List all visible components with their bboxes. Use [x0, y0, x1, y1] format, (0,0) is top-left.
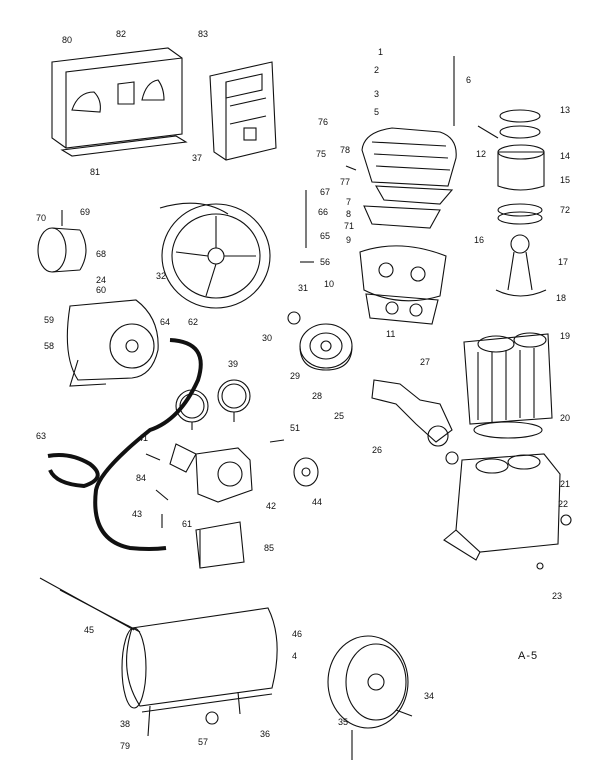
page-code: A-5: [518, 650, 539, 662]
piston-and-rings: [477, 109, 545, 225]
valve-plate-assembly: [359, 205, 447, 325]
callout-12: 12: [476, 149, 487, 159]
callout-5: 5: [374, 107, 380, 117]
electric-motor: [66, 299, 159, 387]
air-tank: [39, 577, 278, 737]
callout-82: 82: [116, 29, 127, 39]
wheel: [327, 635, 413, 760]
crankcase: [443, 453, 572, 570]
callout-38: 38: [120, 719, 131, 729]
callout-43: 43: [132, 509, 143, 519]
callout-60: 60: [96, 285, 107, 295]
fasteners-and-fittings: [61, 56, 455, 528]
belt-guard-front-cover: [209, 61, 277, 161]
callout-63: 63: [36, 431, 47, 441]
callout-6: 6: [466, 75, 472, 85]
callout-2: 2: [374, 65, 380, 75]
motor-pulley: [299, 323, 353, 371]
callout-15: 15: [560, 175, 571, 185]
callout-39: 39: [228, 359, 239, 369]
callout-44: 44: [312, 497, 323, 507]
callout-36: 36: [260, 729, 271, 739]
callout-72: 72: [560, 205, 571, 215]
callout-69: 69: [80, 207, 91, 217]
callout-17: 17: [558, 257, 569, 267]
callout-13: 13: [560, 105, 571, 115]
callout-51: 51: [290, 423, 301, 433]
callout-23: 23: [552, 591, 563, 601]
belt-guard-back-panel: [51, 47, 188, 157]
crankshaft: [371, 379, 459, 465]
callout-9: 9: [346, 235, 352, 245]
cylinder-head: [361, 127, 457, 205]
finned-cylinder: [463, 332, 553, 439]
callout-56: 56: [320, 257, 331, 267]
callout-65: 65: [320, 231, 331, 241]
callout-30: 30: [262, 333, 273, 343]
callout-20: 20: [560, 413, 571, 423]
callout-61: 61: [182, 519, 193, 529]
callout-45: 45: [84, 625, 95, 635]
callout-70: 70: [36, 213, 47, 223]
callout-57: 57: [198, 737, 209, 747]
callout-76: 76: [318, 117, 329, 127]
callout-16: 16: [474, 235, 485, 245]
callout-64: 64: [160, 317, 171, 327]
callout-24: 24: [96, 275, 107, 285]
pressure-switch: [169, 443, 253, 503]
callout-84: 84: [136, 473, 147, 483]
callout-28: 28: [312, 391, 323, 401]
callout-10: 10: [324, 279, 335, 289]
drive-belt: [37, 227, 87, 273]
callout-78: 78: [340, 145, 351, 155]
callout-62: 62: [188, 317, 199, 327]
check-valve: [293, 457, 319, 487]
callout-1: 1: [378, 47, 384, 57]
callout-31: 31: [298, 283, 309, 293]
callout-41: 41: [138, 433, 149, 443]
callout-29: 29: [290, 371, 301, 381]
callout-81: 81: [90, 167, 101, 177]
callout-37: 37: [192, 153, 203, 163]
flywheel: [159, 202, 271, 309]
callout-42: 42: [266, 501, 277, 511]
callout-68: 68: [96, 249, 107, 259]
pressure-gauges: [175, 379, 251, 430]
connecting-rod: [495, 234, 547, 297]
callout-58: 58: [44, 341, 55, 351]
callout-27: 27: [420, 357, 431, 367]
callout-3: 3: [374, 89, 380, 99]
callout-80: 80: [62, 35, 73, 45]
callout-46: 46: [292, 629, 303, 639]
callout-7: 7: [346, 197, 352, 207]
callout-4: 4: [292, 651, 298, 661]
callout-21: 21: [560, 479, 571, 489]
callout-19: 19: [560, 331, 571, 341]
callout-11: 11: [386, 329, 396, 339]
air-hose: [47, 338, 203, 551]
callout-26: 26: [372, 445, 383, 455]
callout-14: 14: [560, 151, 571, 161]
callout-32: 32: [156, 271, 167, 281]
callout-67: 67: [320, 187, 331, 197]
callout-71: 71: [344, 221, 355, 231]
callout-75: 75: [316, 149, 327, 159]
callout-85: 85: [264, 543, 275, 553]
callout-8: 8: [346, 209, 352, 219]
callout-25: 25: [334, 411, 345, 421]
callout-35: 35: [338, 717, 349, 727]
callout-77: 77: [340, 177, 351, 187]
junction-box: [195, 521, 245, 569]
callout-66: 66: [318, 207, 329, 217]
callout-34: 34: [424, 691, 435, 701]
callout-18: 18: [556, 293, 567, 303]
callout-22: 22: [558, 499, 569, 509]
callout-79: 79: [120, 741, 131, 751]
callout-59: 59: [44, 315, 55, 325]
callout-83: 83: [198, 29, 209, 39]
